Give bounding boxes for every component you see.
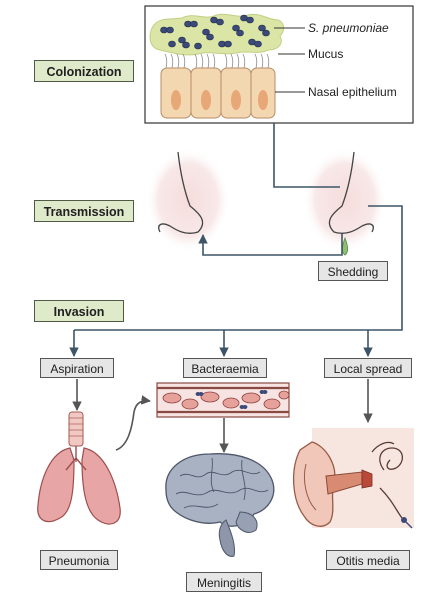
stage-colonization: Colonization <box>34 60 134 82</box>
nasal-epithelium <box>160 67 276 119</box>
callout-s-pneumoniae: S. pneumoniae <box>308 21 389 35</box>
callout-nasal-epithelium: Nasal epithelium <box>308 85 397 99</box>
callout-leaders <box>274 27 305 93</box>
brain <box>165 453 275 557</box>
connectors <box>69 123 403 357</box>
tag-meningitis: Meningitis <box>186 572 262 592</box>
host-nose-right <box>303 148 387 252</box>
lung-to-blood-arrow <box>115 395 151 451</box>
lungs <box>37 411 121 525</box>
tag-pneumonia: Pneumonia <box>40 550 118 570</box>
tag-otitis-media: Otitis media <box>326 550 410 570</box>
cilia <box>164 53 270 69</box>
shedding-droplet <box>341 236 349 256</box>
tag-shedding: Shedding <box>318 261 388 281</box>
ear <box>292 428 414 529</box>
tag-bacteraemia: Bacteraemia <box>183 358 267 378</box>
stage-transmission: Transmission <box>34 200 134 222</box>
tag-local-spread: Local spread <box>324 358 412 378</box>
blood-vessel <box>156 382 290 418</box>
host-nose-left <box>146 148 230 252</box>
bacteria-cluster <box>160 14 270 50</box>
stage-invasion: Invasion <box>34 300 124 322</box>
tag-aspiration: Aspiration <box>40 358 114 378</box>
callout-mucus: Mucus <box>308 47 344 61</box>
